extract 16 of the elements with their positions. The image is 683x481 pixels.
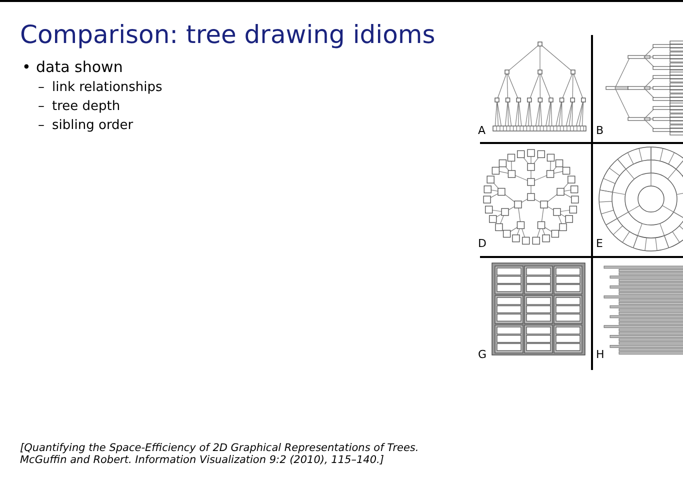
- citation-text: [Quantifying the Space-Efficiency of 2D Graphical Representations of Trees. McGuffin and Robert. Information Visualization 9:2 (2010), 115–140.]: [20, 442, 420, 466]
- bullet-text: data shown: [36, 58, 123, 76]
- bullet-marker: •: [22, 58, 32, 76]
- dash-marker: –: [38, 118, 46, 133]
- dash-marker: –: [38, 80, 46, 95]
- sub-bullet-text: tree depth: [52, 99, 120, 114]
- slide-title: Comparison: tree drawing idioms: [20, 20, 436, 49]
- sub-bullet-text: link relationships: [52, 80, 162, 95]
- sub-bullet-text: sibling order: [52, 118, 134, 133]
- panel-letter: D: [478, 237, 486, 250]
- panel-letter: G: [478, 348, 487, 361]
- panel-letter: A: [478, 124, 486, 137]
- dash-marker: –: [38, 99, 46, 114]
- panel-letter: H: [596, 348, 604, 361]
- panel-letter: B: [596, 124, 604, 137]
- panel-letter: E: [596, 237, 603, 250]
